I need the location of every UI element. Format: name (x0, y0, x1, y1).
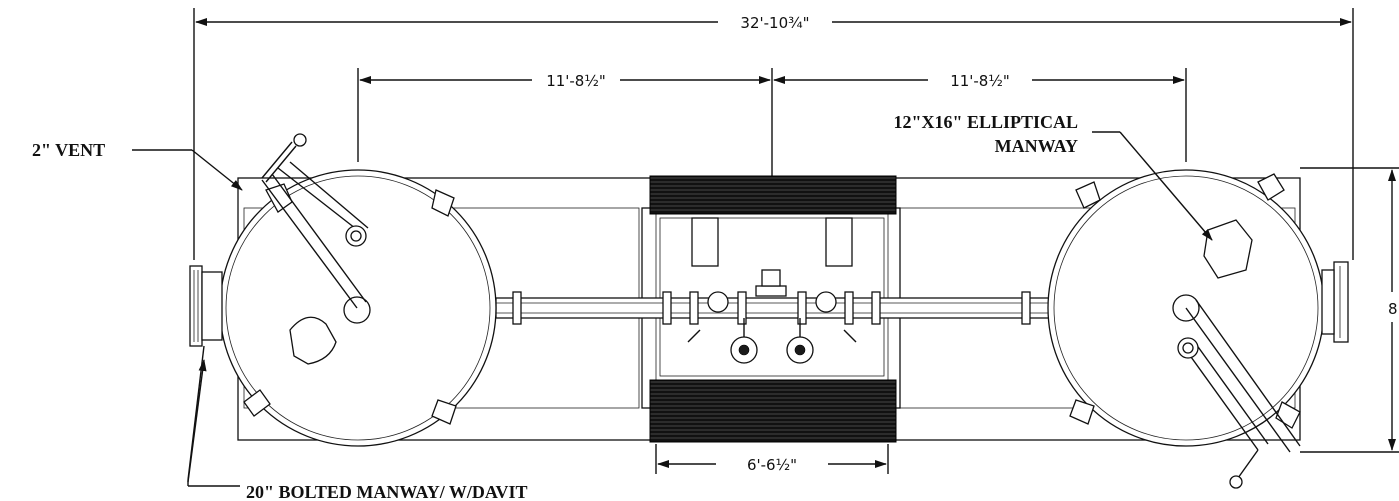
overall-length-label: 32'-10¾" (740, 14, 809, 32)
right-bolted-manway (1321, 261, 1349, 343)
left-span-label: 11'-8½" (546, 72, 606, 90)
grating-top (649, 175, 897, 215)
bolted-manway-label: 20" BOLTED MANWAY/ W/DAVIT (246, 482, 528, 501)
right-elliptical-manway (1203, 219, 1253, 279)
skid-width-dimension: 6'-6½" (655, 444, 889, 474)
bolted-manway-callout: 20" BOLTED MANWAY/ W/DAVIT (187, 345, 528, 501)
grating-bottom (649, 379, 897, 443)
height-label: 8 (1388, 300, 1398, 318)
header-pipe (495, 291, 1057, 325)
left-span-dimension: 11'-8½" (357, 68, 773, 272)
left-elliptical-manway (289, 316, 337, 365)
right-span-label: 11'-8½" (950, 72, 1010, 90)
valve-manifold (687, 217, 857, 364)
skid-width-label: 6'-6½" (747, 456, 797, 474)
right-tank (1047, 169, 1325, 489)
height-dimension: 8 (1300, 167, 1399, 453)
left-tank (219, 133, 497, 447)
elliptical-manway-label-line1: 12"X16" ELLIPTICAL (893, 112, 1078, 132)
vent-callout: 2" VENT (32, 140, 243, 191)
right-span-dimension: 11'-8½" (773, 68, 1187, 162)
elliptical-manway-label-line2: MANWAY (995, 136, 1078, 156)
left-bolted-manway (189, 265, 223, 347)
vent-label: 2" VENT (32, 140, 105, 160)
elliptical-manway-callout: 12"X16" ELLIPTICAL MANWAY (893, 112, 1213, 241)
overall-length-dimension: 32'-10¾" (193, 8, 1354, 260)
